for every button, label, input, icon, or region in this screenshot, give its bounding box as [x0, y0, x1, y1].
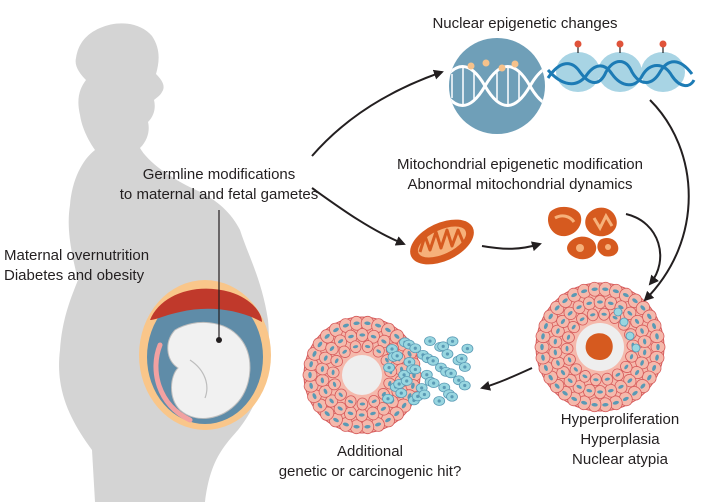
cell: [360, 419, 375, 435]
cell: [590, 373, 602, 387]
cell: [625, 350, 638, 363]
invading-cell: [433, 396, 446, 406]
invading-cell: [395, 388, 408, 399]
fragmented-mitochondria-icon: [547, 206, 619, 260]
invading-cell: [427, 378, 440, 388]
cell: [582, 383, 596, 398]
tumor-invasion-icon: [302, 315, 474, 435]
outcomes-label: Hyperproliferation Hyperplasia Nuclear a…: [560, 411, 680, 468]
cell: [349, 340, 362, 354]
mitochondrion-icon: [410, 219, 474, 265]
cell: [333, 401, 347, 416]
cell: [356, 328, 369, 342]
arrow-mito-to-fragmented: [481, 241, 542, 252]
cell: [344, 395, 357, 408]
cell: [576, 313, 589, 326]
cell: [356, 397, 369, 411]
cell: [338, 345, 351, 358]
acinus-hyperplasia-icon: [534, 281, 666, 413]
invading-cell: [458, 380, 471, 391]
invading-cell: [409, 364, 422, 375]
cell: [334, 334, 348, 348]
arrows: [311, 69, 690, 391]
invading-cell: [458, 362, 471, 372]
invading-cell: [455, 353, 468, 364]
cell: [601, 372, 614, 386]
invading-cell: [383, 362, 395, 373]
invading-cell: [391, 350, 404, 361]
cell: [593, 295, 607, 309]
cell: [567, 321, 580, 334]
nucleosome-icon: [546, 40, 696, 92]
cell: [334, 388, 347, 401]
mitochondrial-label: Mitochondrial epigenetic modification Ab…: [397, 156, 643, 193]
arrow-acinus-to-tumor: [480, 367, 533, 391]
cell: [324, 394, 339, 408]
fetus-icon: [139, 280, 271, 430]
invading-cell: [427, 355, 440, 366]
invading-cell: [386, 344, 398, 354]
invading-cell: [382, 393, 394, 404]
cell: [650, 340, 666, 354]
cell: [330, 354, 343, 367]
cell: [620, 360, 633, 373]
cell: [598, 397, 613, 413]
cell: [562, 331, 575, 344]
cell: [368, 395, 381, 408]
cell: [586, 308, 599, 322]
cell: [593, 385, 607, 399]
germline-label: Germline modifications to maternal and f…: [119, 166, 319, 203]
cell: [623, 374, 637, 388]
invading-cell: [446, 391, 458, 402]
cell: [578, 370, 591, 383]
cell: [355, 408, 368, 422]
invading-cell: [418, 389, 431, 400]
cell: [598, 307, 610, 321]
cell: [649, 350, 665, 365]
maternal-label: Maternal overnutrition Diabetes and obes…: [4, 247, 150, 284]
cell: [604, 296, 618, 311]
cell: [372, 345, 385, 358]
cell: [563, 353, 576, 366]
arrow-to-mitochondria: [311, 187, 406, 246]
cell: [328, 378, 341, 391]
cell: [326, 366, 340, 379]
cell: [614, 380, 628, 394]
invading-cell: [400, 376, 413, 386]
cell: [563, 306, 577, 320]
invading-cell: [441, 349, 454, 359]
cell: [349, 315, 364, 331]
arrow-nuclear-to-acinus: [643, 99, 690, 302]
cell: [569, 363, 582, 376]
additional-hit-label: Additional genetic or carcinogenic hit?: [278, 443, 462, 480]
cell: [560, 342, 574, 355]
cell: [367, 329, 380, 344]
nuclear-label: Nuclear epigenetic changes: [432, 15, 618, 32]
leader-line: [216, 210, 222, 343]
cell: [361, 340, 374, 353]
dna-sphere-icon: [449, 38, 545, 134]
invading-cell: [424, 336, 436, 347]
arrow-to-nuclear: [311, 69, 444, 157]
invading-cell: [445, 368, 457, 379]
cell: [630, 314, 644, 328]
arrow-fragmented-to-acinus: [625, 213, 662, 286]
cell: [548, 335, 563, 348]
invading-cell: [409, 343, 422, 354]
invading-cell: [461, 343, 474, 354]
cell: [611, 368, 624, 381]
cell: [637, 335, 652, 348]
invading-cell: [446, 336, 459, 347]
